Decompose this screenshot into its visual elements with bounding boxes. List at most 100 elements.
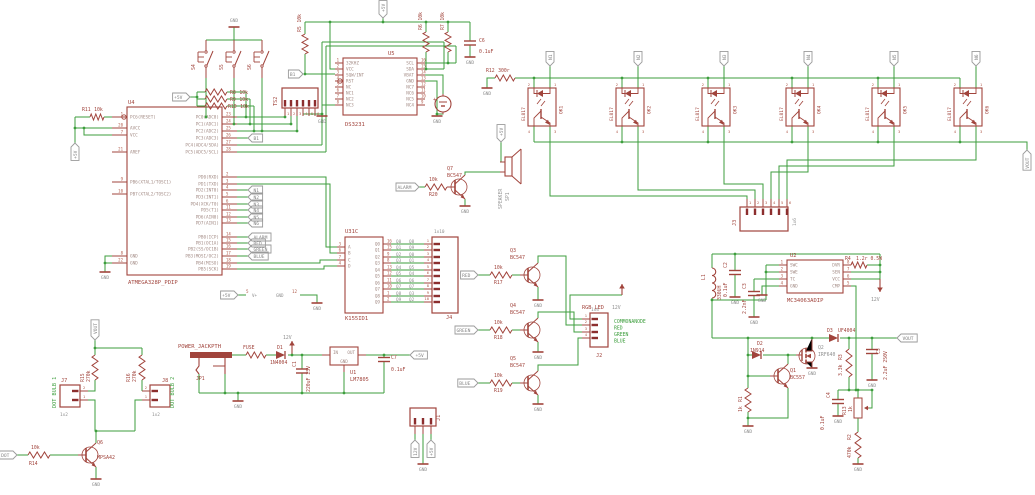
opto-part: EL817 xyxy=(947,107,953,121)
pin-name: SEN xyxy=(832,270,840,276)
pin-number: 3 xyxy=(427,251,429,256)
shape xyxy=(801,88,809,94)
pin-number: 3 xyxy=(299,111,301,116)
light-arrow xyxy=(884,100,890,107)
emitter-arrow xyxy=(783,383,788,388)
shape xyxy=(543,88,551,94)
wire xyxy=(786,126,977,199)
tag-text: VOUT xyxy=(903,336,914,342)
diode-triangle xyxy=(276,351,285,359)
net-tag-vout: VOUT xyxy=(1022,149,1032,171)
net-tag-green: GREEN xyxy=(454,325,479,335)
opto-part: EL817 xyxy=(609,107,615,121)
pin-name: VCC xyxy=(832,277,840,283)
resistor-value: 470k xyxy=(847,446,853,458)
wire xyxy=(329,22,335,70)
resistor-symbol xyxy=(489,379,513,387)
pin-number: 1 xyxy=(728,82,731,87)
pin-number: 4 xyxy=(305,111,308,116)
annotation: RED xyxy=(614,326,623,332)
gnd-label: GND xyxy=(419,467,428,473)
net-label: Q3 xyxy=(396,258,402,264)
pin-number: 3 xyxy=(337,70,340,75)
resistor-symbol xyxy=(204,95,228,103)
shape xyxy=(877,110,886,126)
junction-dot xyxy=(328,20,332,24)
resistor-ref: R10 xyxy=(228,104,237,110)
pin-name: NC6 xyxy=(406,91,414,97)
annotation: GREEN xyxy=(614,332,629,338)
connector-size: 1x2 xyxy=(152,412,160,418)
pin-name: AVCC xyxy=(130,126,141,132)
ic-U2: U2MC34063ADIP1SWC2SWE3TC4GND8DVR7SEN6VCC… xyxy=(779,253,851,304)
tag-text: N2 xyxy=(254,195,260,201)
capacitor-ref: C7 xyxy=(391,355,397,361)
switch-S5: S5 xyxy=(219,40,242,78)
resistor-value: 10k xyxy=(297,14,303,23)
net-tag-12v: 12V xyxy=(410,439,420,458)
ic-part: MC34063ADIP xyxy=(787,298,824,304)
tag-flag xyxy=(247,133,264,143)
diode-value: 1N914 xyxy=(750,348,765,354)
junction-dot xyxy=(746,416,750,420)
pin-name: NC3 xyxy=(346,103,354,109)
pin-name: 32KHZ xyxy=(346,61,359,67)
ic-U4: U4ATMEGA328P_PDIP1PC6(RESET)20AVCC7VCC21… xyxy=(112,100,237,286)
pin-number: 5 xyxy=(337,82,340,87)
pin-name: PD2(INT0) xyxy=(196,188,219,194)
led-triangle xyxy=(711,90,717,97)
pin-number: 15 xyxy=(387,245,392,250)
pin-number: 3 xyxy=(781,274,784,279)
diode-ref: D1 xyxy=(277,345,283,351)
net-tag-blue: BLUE xyxy=(247,251,269,261)
junction-dot xyxy=(93,346,97,350)
pin-number: 14 xyxy=(226,232,231,237)
resistor-value: 300r xyxy=(498,68,510,74)
net-tag-+5v: +5V xyxy=(409,350,428,360)
junction-dot xyxy=(295,129,299,133)
annotation: DOT BULB 1 xyxy=(52,377,58,408)
net-tag-red: RED xyxy=(247,238,266,248)
gnd-label: GND xyxy=(868,383,877,389)
ic-ref: U4 xyxy=(128,100,135,106)
pin-number: 11 xyxy=(226,205,231,210)
pin-number: 2 xyxy=(528,82,530,87)
annotation: GND xyxy=(276,293,284,298)
wire xyxy=(88,399,96,431)
net-label: Q1 xyxy=(396,245,402,251)
resistor-symbol xyxy=(91,354,99,381)
annotation: POWER_JACKPTH xyxy=(178,344,221,350)
ic-U5: U5DS3231132KHZ2VCC3SQW/INT4RST5NC6NC17NC… xyxy=(335,51,426,128)
tag-flag xyxy=(410,439,420,458)
junction-dot xyxy=(195,95,199,99)
switch-S6: S6 xyxy=(247,40,270,78)
tag-text: 12V xyxy=(413,447,419,456)
battery-B1 xyxy=(434,94,452,114)
pin-number: 3 xyxy=(980,129,982,134)
resistor-value: 10k xyxy=(240,104,249,110)
wire xyxy=(425,80,438,116)
pin-number: 1 xyxy=(83,394,86,399)
pin-number: 11 xyxy=(421,88,426,93)
pin-number: 2 xyxy=(702,82,704,87)
connector-size: 1x4 xyxy=(591,307,599,313)
junction-dot xyxy=(854,388,858,392)
pin-name: Q4 xyxy=(375,268,381,274)
wire xyxy=(537,337,582,371)
pin-name: PB1(OC1A) xyxy=(196,241,219,247)
pin-number: 10 xyxy=(424,296,429,301)
pin-number: 3 xyxy=(898,129,900,134)
tag-flag xyxy=(496,124,506,143)
pin-number: 5 xyxy=(427,264,429,269)
tag-text: N5 xyxy=(892,54,898,60)
gnd-label: GND xyxy=(534,355,543,361)
tag-flag xyxy=(454,325,479,335)
pin-name: PD3(INT1) xyxy=(196,195,219,201)
opto-body xyxy=(871,87,901,127)
pin-number: 1 xyxy=(387,291,390,296)
